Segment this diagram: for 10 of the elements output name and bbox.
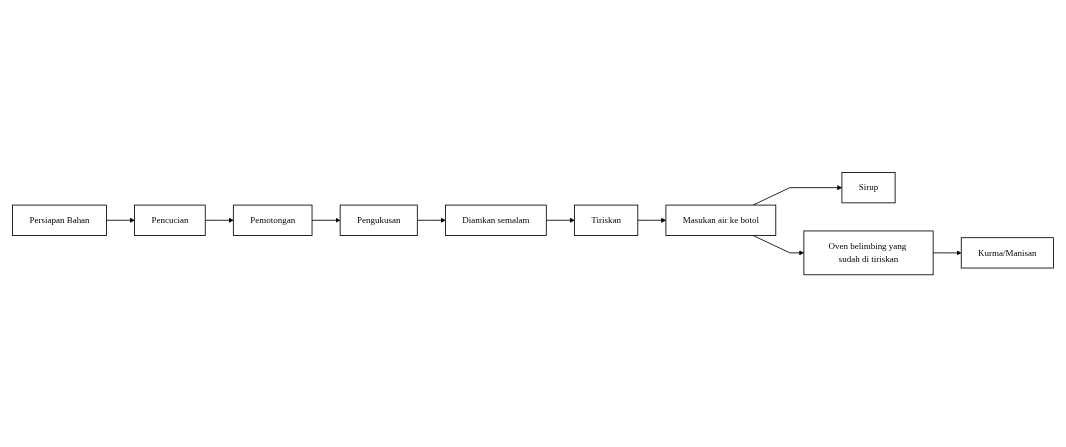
node-box: Pengukusan [339,204,418,236]
node-box: Kurma/Manisan [960,237,1054,269]
node-box: Oven belimbing yang sudah di tiriskan [803,230,934,276]
node-box: Masukan air ke botol [665,204,777,236]
node-box: Diamkan semalam [445,204,547,236]
node-box: Sirup [841,171,896,204]
node-box: Pencucian [134,204,206,236]
node-box: Tiriskan [574,204,639,236]
node-box: Persiapan Bahan [12,204,107,236]
node-box: Pemotongan [232,204,313,236]
